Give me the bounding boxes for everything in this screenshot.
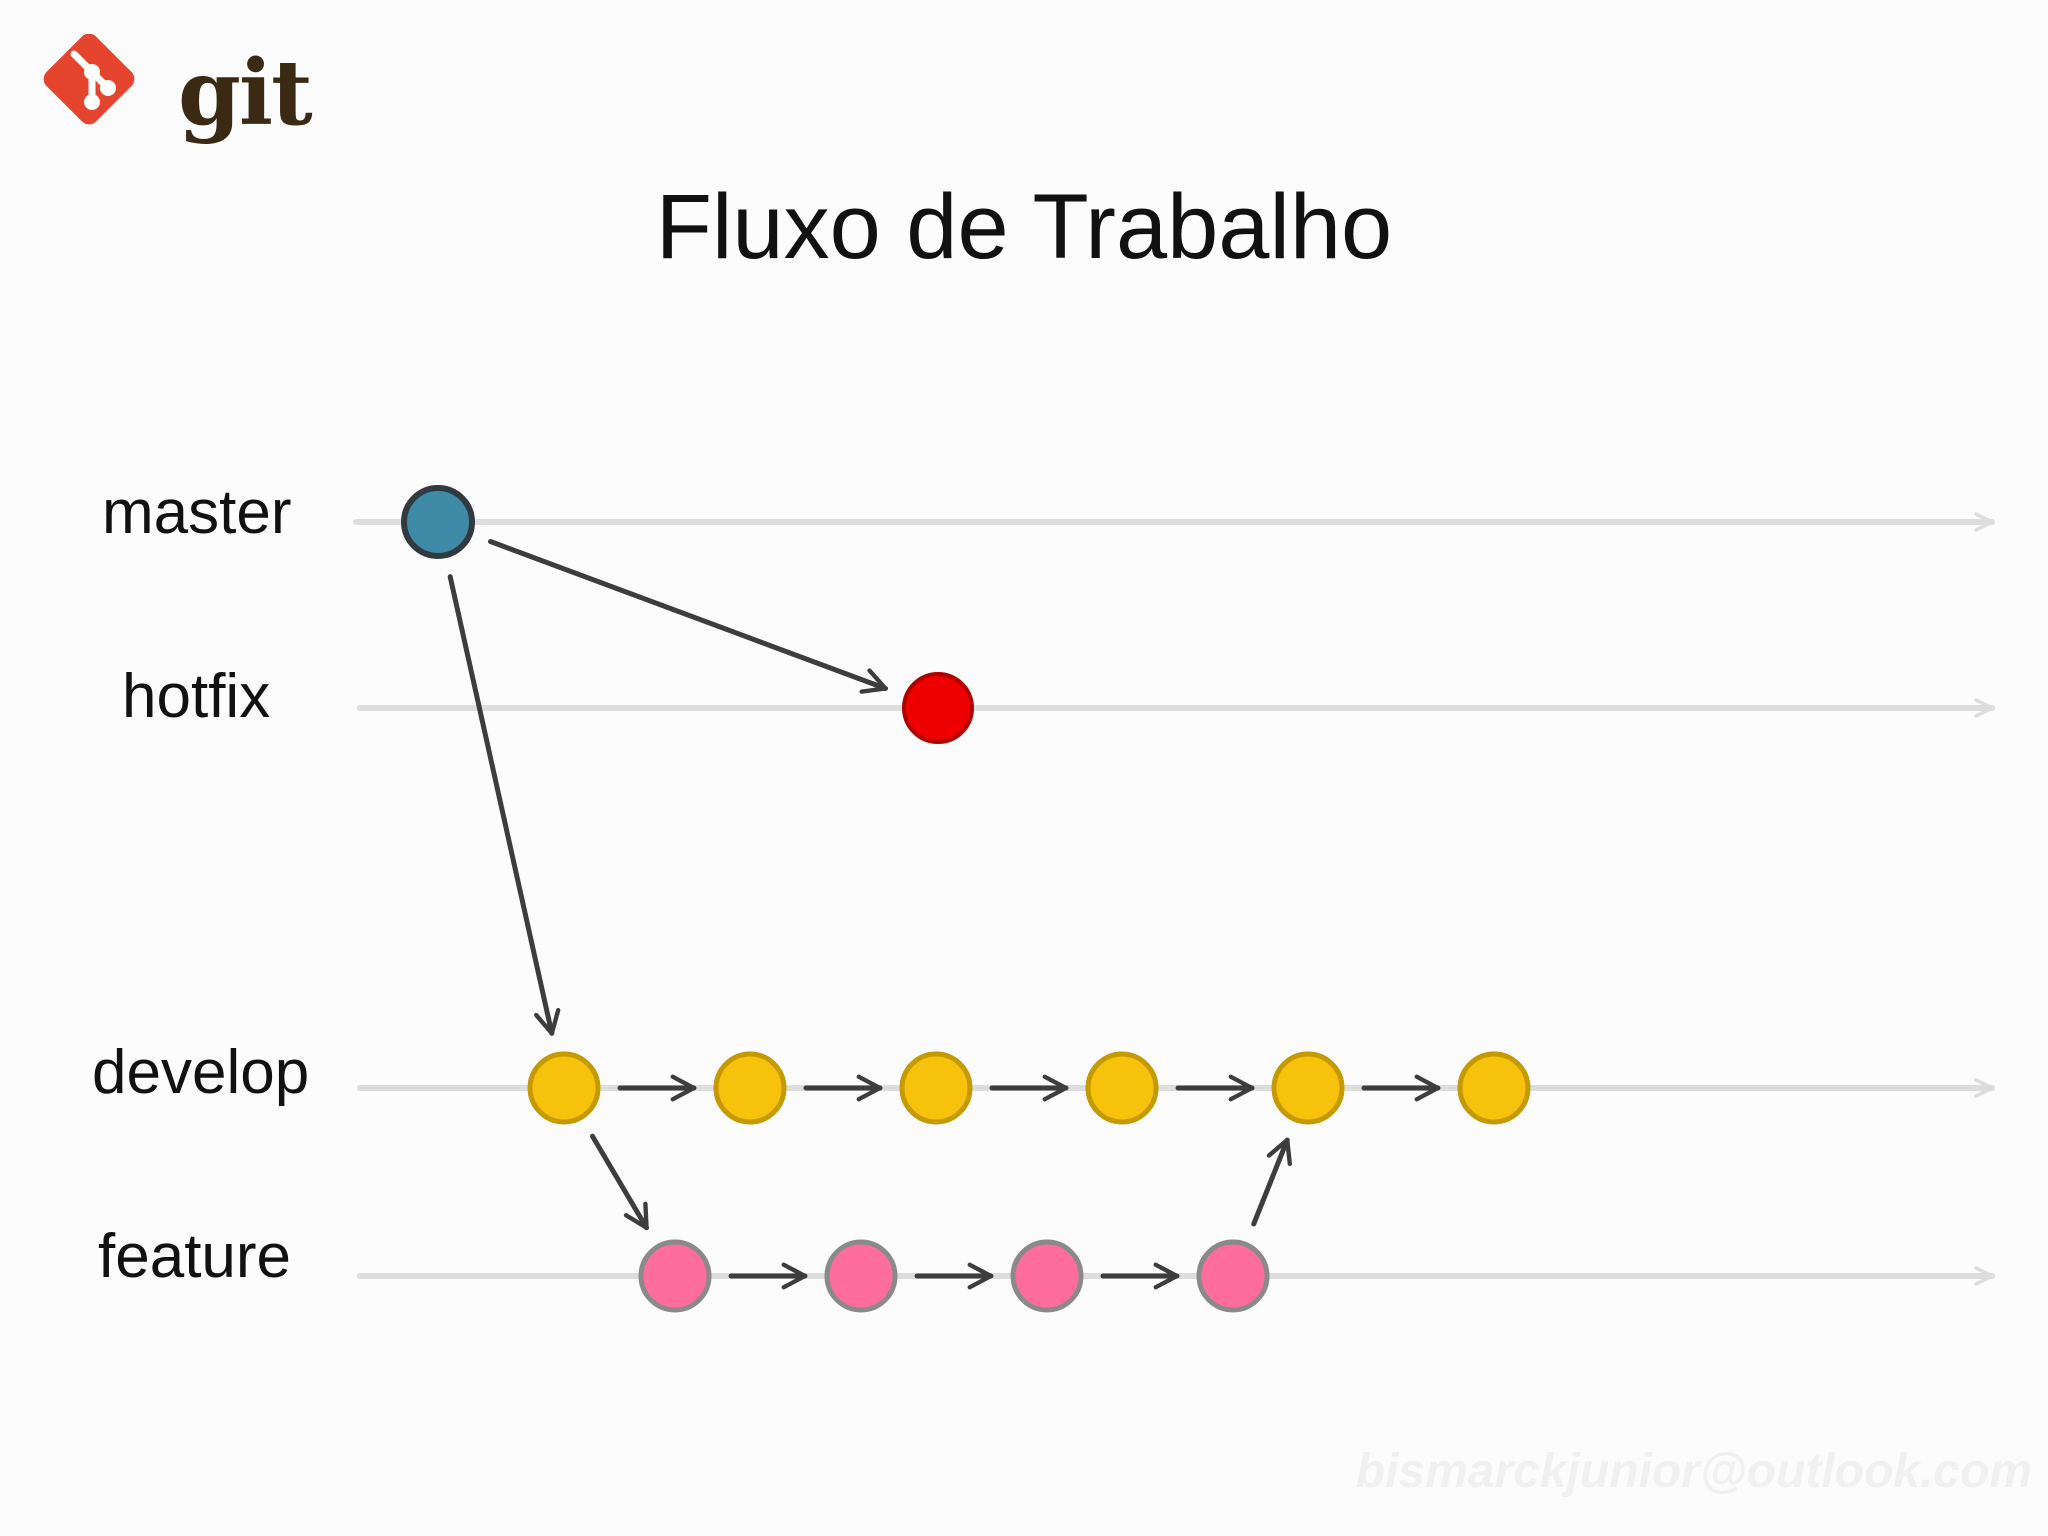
commit-arrow [447,574,561,1036]
commit-feature [1196,1239,1270,1313]
git-diamond-icon [43,33,135,125]
git-logo: git [34,33,314,146]
commit-arrow [1251,1137,1293,1227]
commit-develop [713,1051,787,1125]
commit-develop [1085,1051,1159,1125]
branch-lanes [353,522,1995,1276]
commit-arrow [589,1133,650,1231]
author-watermark: bismarckjunior@outlook.com [1355,1445,2032,1498]
commit-feature [824,1239,898,1313]
commit-hotfix [902,672,974,744]
git-logo-text: git [178,40,313,146]
commit-nodes [401,485,1531,1313]
commit-develop [527,1051,601,1125]
commit-develop [1457,1051,1531,1125]
branch-label-feature: feature [98,1222,292,1291]
commit-arrow [487,539,889,694]
branch-label-hotfix: hotfix [122,662,271,731]
commit-feature [638,1239,712,1313]
commit-arrows [447,539,1441,1290]
commit-feature [1010,1239,1084,1313]
commit-develop [1271,1051,1345,1125]
branch-label-master: master [102,478,292,547]
diagram-title: Fluxo de Trabalho [655,176,1393,278]
branch-label-develop: develop [92,1038,310,1107]
commit-master [401,485,475,559]
commit-develop [899,1051,973,1125]
